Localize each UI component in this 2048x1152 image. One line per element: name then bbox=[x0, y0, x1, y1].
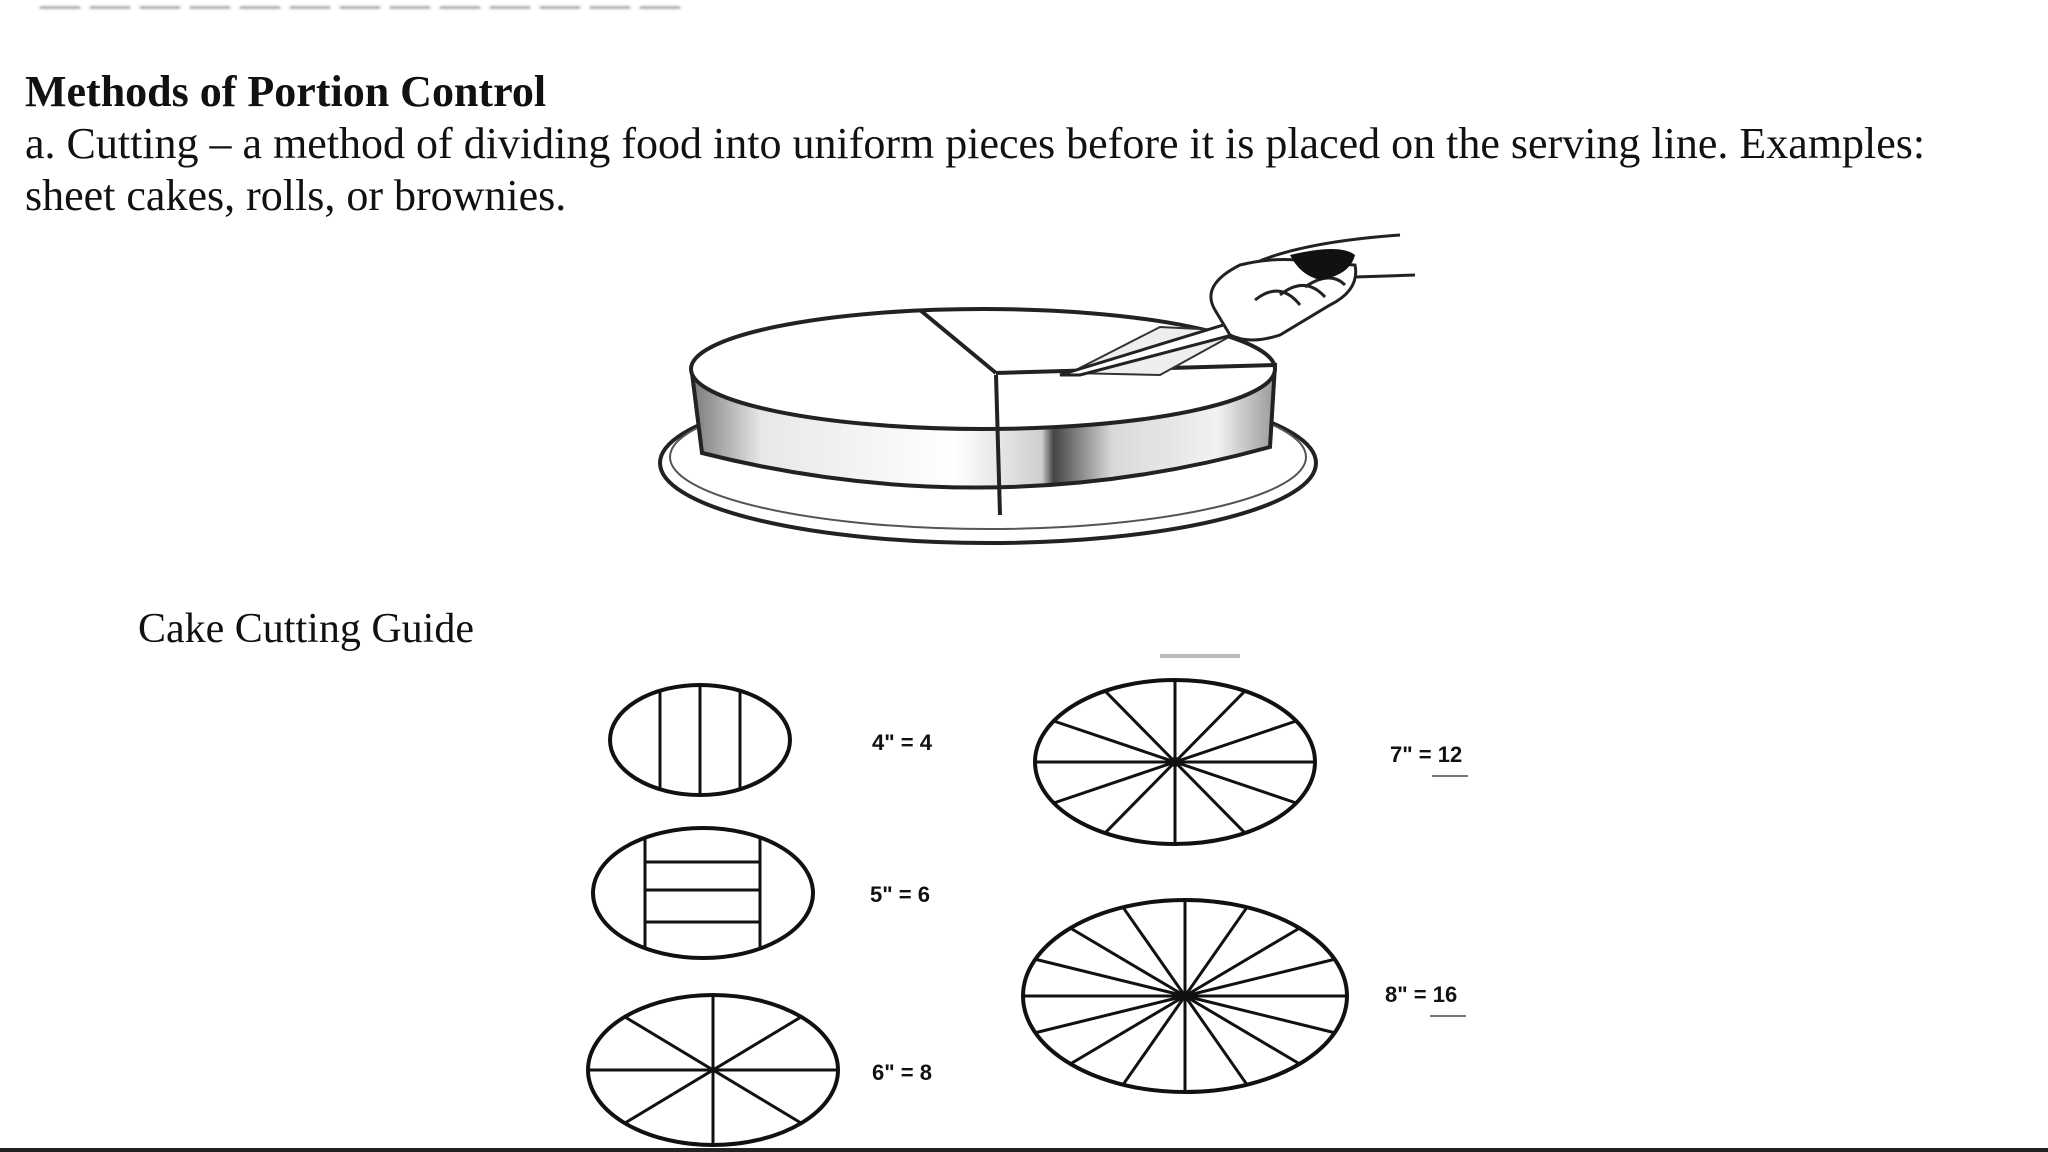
cut-label-4-inch: 4" = 4 bbox=[872, 730, 933, 755]
cut-line bbox=[1034, 957, 1186, 998]
cropped-previous-line: — — — — — — — — — — — — — bbox=[0, 0, 2048, 14]
cut-line bbox=[1053, 760, 1176, 805]
cut-line bbox=[1034, 994, 1186, 1035]
cut-line bbox=[1121, 906, 1187, 997]
cut-line bbox=[1183, 995, 1249, 1086]
cut-diagram-8-inch bbox=[1021, 898, 1349, 1094]
cut-label-6-inch: 6" = 8 bbox=[872, 1060, 932, 1085]
cut-label-7-inch: 7" = 12 bbox=[1390, 742, 1462, 767]
guide-title: Cake Cutting Guide bbox=[138, 606, 474, 652]
cut-line bbox=[1174, 760, 1297, 805]
cut-line bbox=[1184, 994, 1301, 1066]
cut-diagram-6-inch bbox=[586, 993, 840, 1147]
cutting-description: a. Cutting – a method of dividing food i… bbox=[25, 119, 1926, 220]
bottom-rule bbox=[0, 1148, 2048, 1152]
section-heading: Methods of Portion Control bbox=[25, 67, 547, 116]
cut-line bbox=[1173, 689, 1247, 764]
cake-cutting-illustration bbox=[658, 233, 1416, 545]
cut-label-5-inch: 5" = 6 bbox=[870, 882, 930, 907]
cut-line bbox=[1069, 926, 1186, 998]
cut-diagram-4-inch bbox=[608, 683, 792, 797]
cut-line bbox=[1184, 994, 1336, 1035]
cut-line bbox=[1103, 760, 1177, 835]
cut-diagram-7-inch bbox=[1033, 678, 1317, 846]
cut-line bbox=[1053, 719, 1176, 764]
cut-diagram-5-inch bbox=[591, 826, 815, 960]
cut-line bbox=[1184, 957, 1336, 998]
cut-line bbox=[1121, 995, 1187, 1086]
cut-line bbox=[1069, 994, 1186, 1066]
cut-line bbox=[1184, 926, 1301, 998]
cake-body bbox=[689, 307, 1278, 516]
cut-line bbox=[1173, 760, 1247, 835]
cut-line bbox=[1183, 906, 1249, 997]
knife-and-hand bbox=[1059, 233, 1416, 377]
cake-cutting-guide: 4" = 4 5" = 6 6" = 8 7" = 12 8" = 16 bbox=[586, 654, 1468, 1147]
cut-line bbox=[1103, 689, 1177, 764]
cut-label-8-inch: 8" = 16 bbox=[1385, 982, 1457, 1007]
cut-line bbox=[1174, 719, 1297, 764]
